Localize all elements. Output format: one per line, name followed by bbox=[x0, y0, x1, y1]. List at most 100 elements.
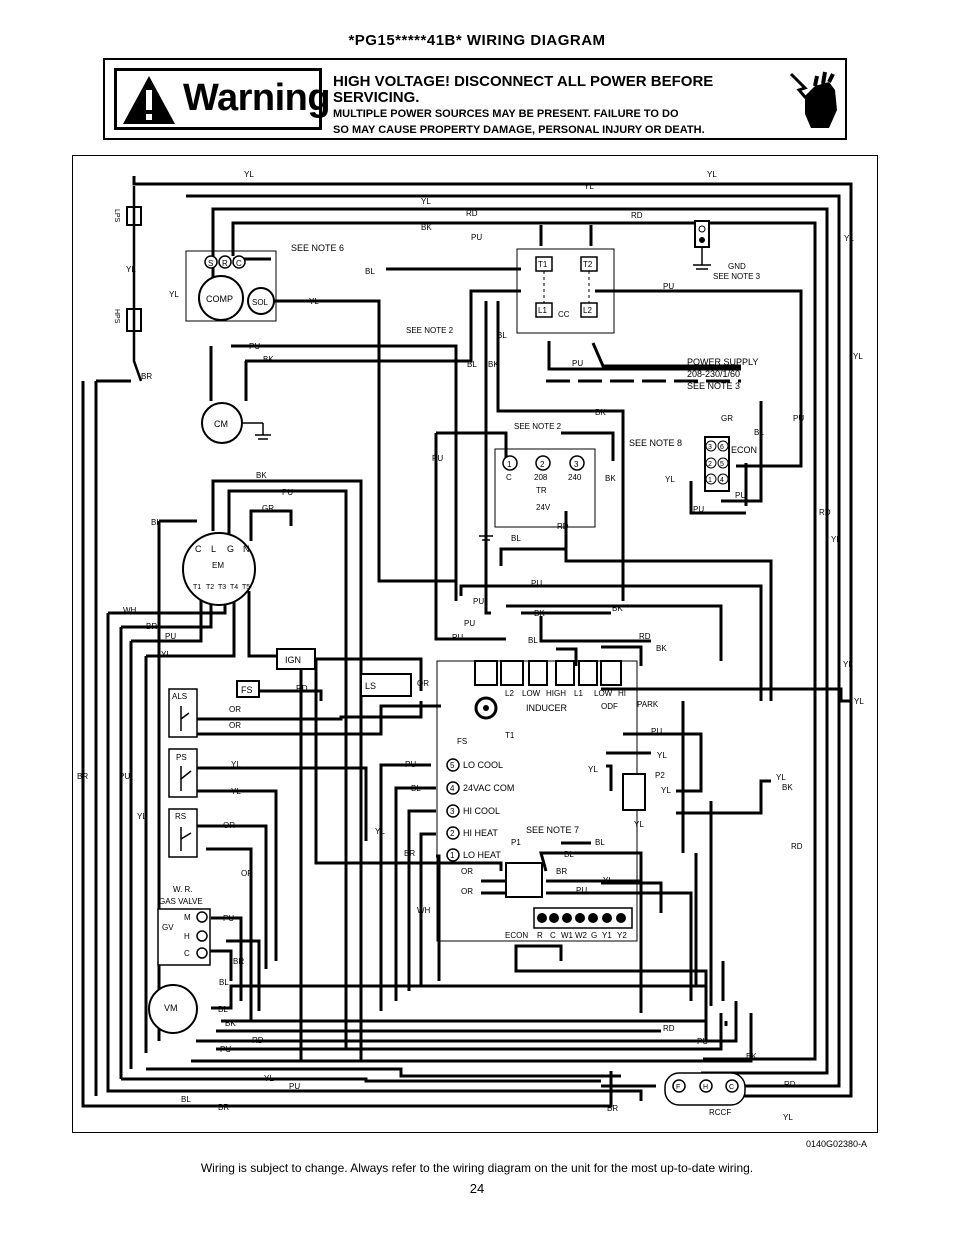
comp-terminal-s: S bbox=[208, 259, 213, 268]
ground-terminal: GND SEE NOTE 3 bbox=[693, 220, 761, 281]
em-term-l: L bbox=[211, 544, 216, 554]
fs-box bbox=[236, 680, 260, 698]
note-3-a: SEE NOTE 3 bbox=[713, 272, 761, 281]
wire-label: PU bbox=[464, 619, 475, 628]
wire-label: BK bbox=[263, 355, 274, 364]
page-title: *PG15*****41B* WIRING DIAGRAM bbox=[348, 32, 606, 49]
warning-text: HIGH VOLTAGE! DISCONNECT ALL POWER BEFOR… bbox=[333, 74, 793, 138]
cm-label: CM bbox=[214, 419, 228, 429]
em-tap: T3 bbox=[218, 584, 226, 591]
rccf-label: RCCF bbox=[709, 1108, 731, 1117]
wire-label: WH bbox=[417, 906, 431, 915]
tstat-c: C bbox=[550, 931, 556, 940]
warning-line-2: MULTIPLE POWER SOURCES MAY BE PRESENT. F… bbox=[333, 108, 679, 120]
als-label: ALS bbox=[172, 692, 187, 701]
comp-label: COMP bbox=[206, 294, 233, 304]
wire-label: YL bbox=[126, 265, 136, 274]
speed-label: LO HEAT bbox=[463, 850, 501, 860]
wire-label: BR bbox=[141, 372, 152, 381]
wire-label: PU bbox=[405, 760, 416, 769]
wire-label: PU bbox=[471, 233, 482, 242]
board-label-l1: L1 bbox=[574, 689, 583, 698]
wire-label: PU bbox=[793, 414, 804, 423]
wire-label: BR bbox=[556, 867, 567, 876]
em-term-g: G bbox=[227, 544, 234, 554]
wire-label: YL bbox=[137, 812, 147, 821]
p1-label: P1 bbox=[511, 838, 521, 847]
wire-label: YL bbox=[375, 827, 385, 836]
wire-label: BK bbox=[746, 1052, 757, 1061]
wire-label: BK bbox=[605, 474, 616, 483]
wire-label: YL bbox=[843, 660, 853, 669]
sol-label: SOL bbox=[252, 298, 269, 307]
wire-label: PU bbox=[432, 454, 443, 463]
econ-pin: 4 bbox=[720, 477, 724, 484]
note-2-b: SEE NOTE 2 bbox=[514, 422, 562, 431]
wire-label: PU bbox=[651, 727, 662, 736]
wire-label: BL bbox=[218, 1005, 228, 1014]
rccf-term-h: H bbox=[703, 1084, 708, 1091]
warning-line-1: HIGH VOLTAGE! DISCONNECT ALL POWER BEFOR… bbox=[333, 73, 714, 106]
note-3-b: SEE NOTE 3 bbox=[687, 381, 740, 391]
cc-t2: T2 bbox=[583, 260, 593, 269]
footer-note: Wiring is subject to change. Always refe… bbox=[200, 1161, 754, 1175]
wire-label: BK bbox=[225, 1019, 236, 1028]
em-term-c: C bbox=[195, 544, 202, 554]
inducer-label: INDUCER bbox=[526, 703, 568, 713]
wire-label: YL bbox=[231, 787, 241, 796]
wire-label: RD bbox=[639, 632, 651, 641]
speed-num: 5 bbox=[450, 761, 455, 770]
wire-label: YL bbox=[169, 290, 179, 299]
wire-label: BL bbox=[151, 518, 161, 527]
cc-label: CC bbox=[558, 310, 570, 319]
note-2-a: SEE NOTE 2 bbox=[406, 326, 454, 335]
wire-label: PU bbox=[693, 505, 704, 514]
board-label-high: HIGH bbox=[546, 689, 566, 698]
wire-label: RD bbox=[791, 842, 803, 851]
tstat-y1: Y1 bbox=[602, 931, 612, 940]
em-term-n: N bbox=[243, 544, 250, 554]
wire-label: PU bbox=[223, 914, 234, 923]
document-number: 0140G02380-A bbox=[806, 1139, 868, 1149]
contactor: T1 T2 L1 L2 CC bbox=[516, 248, 615, 334]
wire-label: BK bbox=[656, 644, 667, 653]
tstat-econ: ECON bbox=[505, 931, 528, 940]
wire-label: OR bbox=[241, 869, 253, 878]
page-number: 24 bbox=[469, 1181, 485, 1196]
condenser-motor: CM bbox=[201, 402, 271, 444]
wire-label: YL bbox=[665, 475, 675, 484]
wire-label: BK bbox=[595, 408, 606, 417]
wire-label: BK bbox=[421, 223, 432, 232]
wire-label: YL bbox=[707, 170, 717, 179]
tstat-w1: W1 bbox=[561, 931, 574, 940]
wire-label: YL bbox=[776, 773, 786, 782]
wire-label: BL bbox=[564, 850, 574, 859]
tr-24v: 24V bbox=[536, 503, 551, 512]
hps-label: HPS bbox=[113, 309, 120, 324]
cc-l1: L1 bbox=[538, 306, 547, 315]
wire-label: RD bbox=[466, 209, 478, 218]
wire-label: OR bbox=[229, 721, 241, 730]
wire-label: BR bbox=[233, 957, 244, 966]
note-6: SEE NOTE 6 bbox=[291, 243, 344, 253]
warning-sign: Warning bbox=[114, 68, 331, 130]
p1-plug bbox=[505, 862, 543, 898]
wire-label: YL bbox=[244, 170, 254, 179]
power-supply: POWER SUPPLY 208-230/1/60 SEE NOTE 3 bbox=[546, 357, 758, 391]
compressor: COMP S R C SOL bbox=[185, 250, 277, 322]
wire-label: YL bbox=[421, 197, 431, 206]
wire-label: BL bbox=[754, 428, 764, 437]
wire-label: OR bbox=[461, 887, 473, 896]
wire-label: GR bbox=[721, 414, 733, 423]
electric-shock-hand-icon bbox=[789, 71, 837, 128]
power-rating: 208-230/1/60 bbox=[687, 369, 740, 379]
ps-label: PS bbox=[176, 753, 187, 762]
wire-label: RD bbox=[631, 211, 643, 220]
comp-terminal-c: C bbox=[236, 259, 242, 268]
wire-label: RD bbox=[663, 1024, 675, 1033]
wire-label: PU bbox=[473, 597, 484, 606]
vm-motor: VM bbox=[148, 984, 198, 1034]
lps-label: LPS bbox=[113, 209, 120, 223]
speed-label: 24VAC COM bbox=[463, 783, 514, 793]
wire-label: PU bbox=[697, 1037, 708, 1046]
